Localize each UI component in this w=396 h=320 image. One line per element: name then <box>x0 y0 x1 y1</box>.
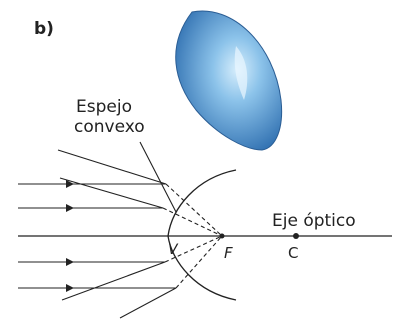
reflected-ray-4 <box>119 287 177 319</box>
virtual-ray-3 <box>164 235 223 263</box>
mirror-highlight <box>234 46 248 100</box>
axis-label: Eje óptico <box>272 211 356 231</box>
reflected-ray-2 <box>59 177 164 209</box>
convex-mirror-illustration <box>175 10 283 151</box>
virtual-extensions <box>162 183 223 289</box>
mirror-shape <box>175 10 283 151</box>
center-point <box>293 233 299 239</box>
mirror-pointer <box>139 141 177 213</box>
mirror-label-line2: convexo <box>74 117 145 137</box>
incident-rays <box>18 183 176 289</box>
focus-point <box>219 233 225 239</box>
virtual-ray-1 <box>165 183 223 237</box>
ray-arrow-1 <box>66 180 74 188</box>
ray-arrow-3 <box>66 258 74 266</box>
virtual-ray-4 <box>175 235 223 289</box>
virtual-ray-2 <box>162 207 223 237</box>
reflected-rays <box>57 149 177 319</box>
ray-arrow-2 <box>66 204 74 212</box>
vertex-label: V <box>168 242 179 258</box>
center-label: C <box>288 244 298 262</box>
mirror-label-line1: Espejo <box>76 97 132 117</box>
focus-label: F <box>224 244 233 262</box>
ray-arrows <box>66 180 74 292</box>
panel-label: b) <box>34 19 54 39</box>
ray-arrow-4 <box>66 284 74 292</box>
mirror-arc <box>167 169 237 301</box>
reflected-ray-1 <box>57 149 167 185</box>
reflected-ray-3 <box>61 261 166 301</box>
